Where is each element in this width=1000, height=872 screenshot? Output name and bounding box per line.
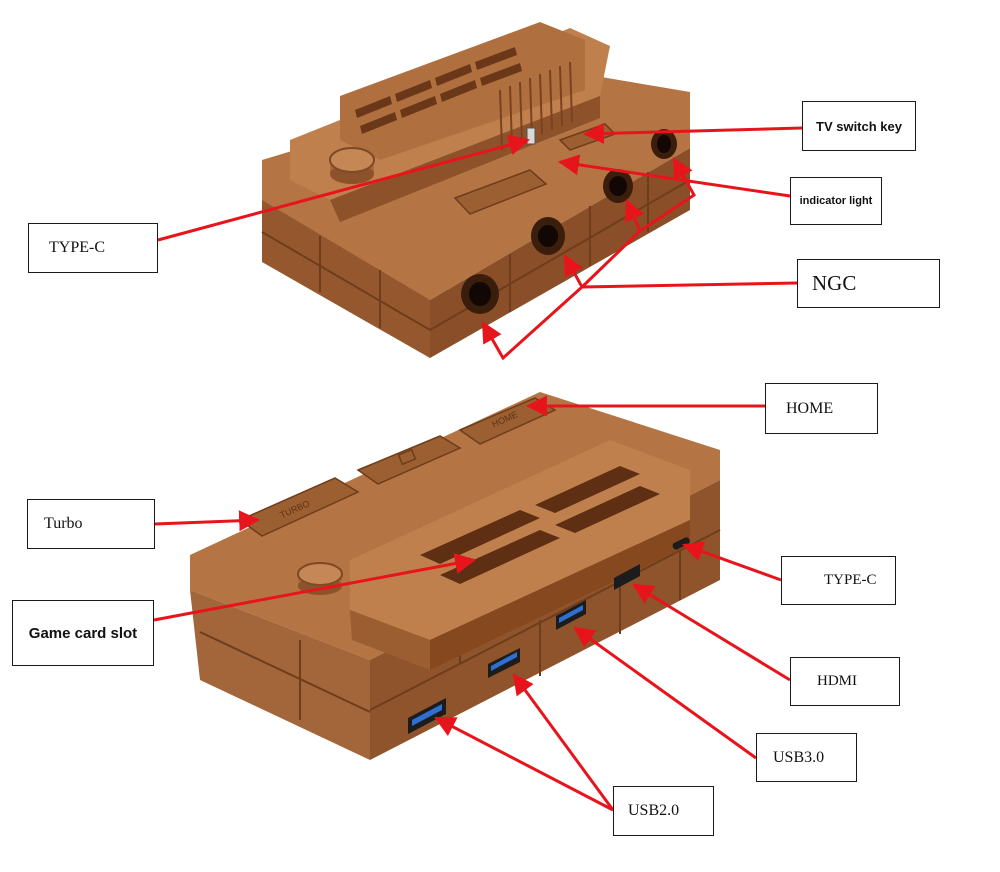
leader-tv-switch-key	[582, 122, 803, 144]
leader-ngc-2	[563, 254, 584, 288]
ngc-ports	[461, 129, 677, 314]
label-hdmi-text: HDMI	[817, 673, 857, 689]
usb3-port	[556, 600, 586, 630]
label-game-card-slot-text: Game card slot	[28, 624, 138, 642]
label-turbo: Turbo	[27, 499, 155, 549]
label-tv-switch-key: TV switch key	[802, 101, 916, 151]
label-type-c-top-text: TYPE-C	[49, 239, 105, 256]
hdmi-port	[614, 564, 640, 590]
label-type-c-bottom: TYPE-C	[781, 556, 896, 605]
leader-usb2-b	[512, 673, 615, 811]
type-c-port-bottom	[672, 537, 690, 550]
label-usb3: USB3.0	[756, 733, 857, 782]
leader-ngc-4	[639, 157, 696, 233]
leader-type-c-top	[157, 134, 531, 242]
label-game-card-slot: Game card slot	[12, 600, 154, 666]
label-hdmi: HDMI	[790, 657, 900, 706]
leader-lines	[153, 122, 803, 812]
top-grille	[355, 47, 522, 134]
leader-usb2-a	[434, 716, 614, 812]
device-bottom-illustration: TURBO HOME	[190, 392, 721, 760]
device-top-illustration	[261, 22, 691, 358]
label-type-c-bottom-text: TYPE-C	[824, 572, 877, 588]
tv-icon	[397, 448, 417, 466]
label-indicator-light-text: indicator light	[799, 195, 873, 207]
leader-turbo	[154, 510, 261, 532]
label-home-text: HOME	[786, 399, 834, 417]
leader-ngc-1	[481, 281, 798, 361]
label-home: HOME	[765, 383, 878, 434]
usb2-ports	[408, 648, 520, 734]
label-ngc: NGC	[797, 259, 940, 308]
leader-game-card-slot	[153, 553, 477, 622]
label-type-c-top: TYPE-C	[28, 223, 158, 273]
label-turbo-text: Turbo	[44, 515, 83, 532]
leader-hdmi	[632, 583, 791, 682]
label-usb3-text: USB3.0	[773, 748, 825, 766]
label-usb2: USB2.0	[613, 786, 714, 836]
leader-type-c-bottom	[682, 541, 782, 582]
label-ngc-text: NGC	[812, 271, 857, 295]
type-c-port-top	[526, 127, 536, 145]
label-indicator-light: indicator light	[790, 177, 882, 225]
label-tv-switch-key-text: TV switch key	[816, 118, 902, 134]
leader-usb3	[573, 626, 757, 760]
label-usb2-text: USB2.0	[628, 802, 680, 819]
